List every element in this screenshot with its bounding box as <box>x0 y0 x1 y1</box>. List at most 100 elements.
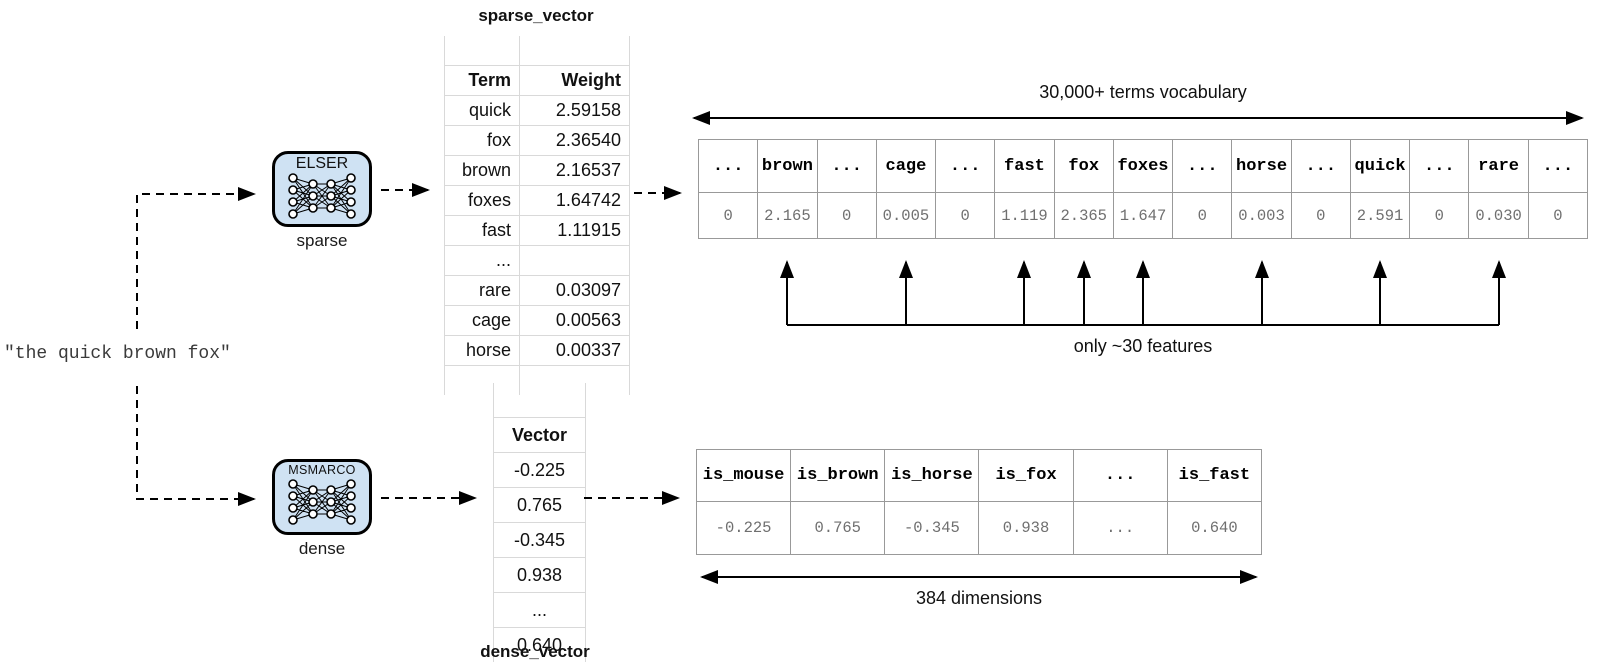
strip-value: 0.030 <box>1468 192 1529 239</box>
arrow-input-to-msmarco <box>136 386 256 506</box>
strip-value: 0 <box>1527 192 1589 239</box>
strip-term: horse <box>1231 139 1292 193</box>
dense-vector-table: Vector -0.225 0.765 -0.345 0.938 ... 0.6… <box>493 383 586 662</box>
sparse-vector-strip: ... brown ... cage ... fast fox foxes ..… <box>697 139 1589 239</box>
strip-term: rare <box>1468 139 1529 193</box>
vector-cell: 0.938 <box>493 557 586 593</box>
msmarco-model-box: MSMARCO <box>272 459 372 535</box>
strip-term: foxes <box>1112 139 1174 193</box>
weight-header: Weight <box>519 65 630 96</box>
neural-network-icon <box>288 479 356 525</box>
strip-term: ... <box>1072 449 1168 502</box>
strip-value: 2.165 <box>757 192 818 239</box>
features-label: only ~30 features <box>1073 336 1213 356</box>
sparse-model-caption: sparse <box>296 231 348 250</box>
term-cell: fox <box>444 125 520 156</box>
sheet-crop-row <box>444 36 630 66</box>
strip-value: 0.005 <box>875 192 937 239</box>
table-row: ... <box>493 592 586 628</box>
strip-term: ... <box>1172 139 1233 193</box>
table-row: ... <box>444 245 630 276</box>
weight-cell: 2.59158 <box>519 95 630 126</box>
weight-cell: 2.16537 <box>519 155 630 186</box>
term-cell: foxes <box>444 185 520 216</box>
strip-value: 0 <box>816 192 877 239</box>
table-row: 0.938 <box>493 557 586 593</box>
vector-cell: ... <box>493 592 586 628</box>
strip-term: ... <box>697 139 759 193</box>
vector-cell: 0.640 <box>493 627 586 662</box>
term-cell: horse <box>444 335 520 366</box>
strip-value: -0.225 <box>695 501 792 555</box>
table-row: 0.765 <box>493 487 586 523</box>
strip-value: 0.003 <box>1231 192 1292 239</box>
table-row: -0.225 <box>493 452 586 488</box>
strip-value: 2.365 <box>1053 192 1114 239</box>
dense-vector-title: dense_vector <box>480 642 590 661</box>
strip-term-row: ... brown ... cage ... fast fox foxes ..… <box>697 139 1589 193</box>
term-cell: cage <box>444 305 520 336</box>
sheet-crop-row <box>493 383 586 418</box>
strip-term: is_fox <box>978 449 1074 502</box>
table-header-row: Term Weight <box>444 65 630 96</box>
strip-value: 0 <box>1409 192 1470 239</box>
input-query-text: "the quick brown fox" <box>4 344 231 364</box>
msmarco-model-name: MSMARCO <box>288 463 356 477</box>
strip-value: 0.640 <box>1166 501 1263 555</box>
strip-value: 0 <box>1290 192 1351 239</box>
arrow-input-to-elser <box>136 187 256 329</box>
dimensions-label: 384 dimensions <box>915 588 1043 608</box>
weight-cell <box>519 245 630 276</box>
term-header: Term <box>444 65 520 96</box>
term-cell: ... <box>444 245 520 276</box>
strip-term: ... <box>1527 139 1589 193</box>
vector-cell: -0.345 <box>493 522 586 558</box>
strip-term: is_brown <box>790 449 886 502</box>
weight-cell: 0.00337 <box>519 335 630 366</box>
table-row: -0.345 <box>493 522 586 558</box>
strip-term: brown <box>757 139 818 193</box>
strip-value: -0.345 <box>884 501 980 555</box>
nn-nodes <box>288 479 356 525</box>
weight-cell: 0.03097 <box>519 275 630 306</box>
dense-model-caption: dense <box>298 539 346 558</box>
strip-value: 0.765 <box>790 501 886 555</box>
weight-cell: 0.00563 <box>519 305 630 336</box>
elser-model-box: ELSER <box>272 151 372 227</box>
strip-value: ... <box>1072 501 1168 555</box>
term-cell: brown <box>444 155 520 186</box>
strip-term: ... <box>1290 139 1351 193</box>
strip-value-row: -0.225 0.765 -0.345 0.938 ... 0.640 <box>695 501 1263 555</box>
weight-cell: 1.64742 <box>519 185 630 216</box>
strip-value: 1.119 <box>994 192 1055 239</box>
strip-term: fast <box>994 139 1055 193</box>
sparse-vector-title: sparse_vector <box>478 6 594 25</box>
vocabulary-label: 30,000+ terms vocabulary <box>1039 82 1247 102</box>
nn-edges <box>292 483 352 521</box>
strip-value: 0.938 <box>978 501 1074 555</box>
table-header-row: Vector <box>493 417 586 453</box>
strip-value: 2.591 <box>1349 192 1411 239</box>
term-cell: quick <box>444 95 520 126</box>
strip-term: quick <box>1349 139 1411 193</box>
table-row: 0.640 <box>493 627 586 662</box>
vector-header: Vector <box>493 417 586 453</box>
strip-value: 1.647 <box>1112 192 1174 239</box>
strip-value-row: 0 2.165 0 0.005 0 1.119 2.365 1.647 0 0.… <box>697 192 1589 239</box>
strip-value: 0 <box>1172 192 1233 239</box>
strip-term: cage <box>875 139 937 193</box>
term-cell: fast <box>444 215 520 246</box>
strip-term-row: is_mouse is_brown is_horse is_fox ... is… <box>695 449 1263 502</box>
weight-cell: 2.36540 <box>519 125 630 156</box>
weight-cell: 1.11915 <box>519 215 630 246</box>
